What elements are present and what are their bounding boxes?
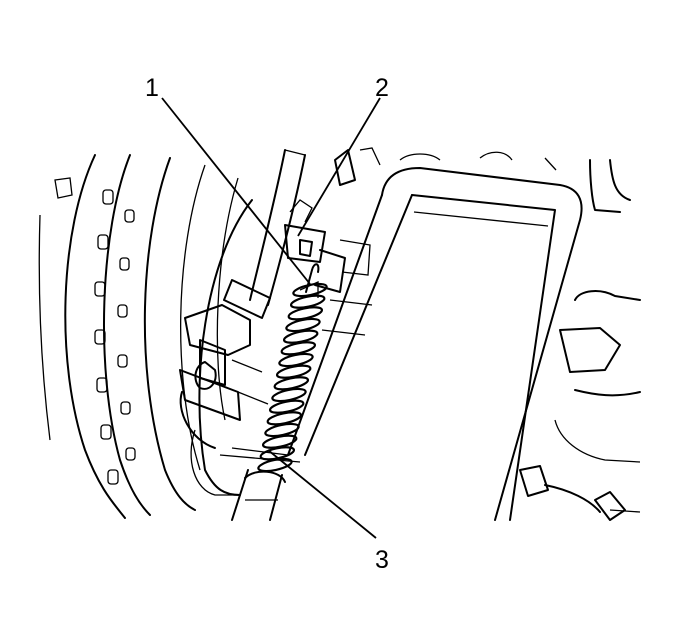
brake-rotor bbox=[38, 154, 253, 519]
leader-3 bbox=[267, 449, 377, 539]
callout-3: 3 bbox=[375, 546, 389, 574]
spring-coil bbox=[271, 387, 307, 403]
leader-1 bbox=[161, 97, 311, 285]
callout-2: 2 bbox=[375, 74, 389, 102]
spring-coil bbox=[280, 341, 317, 356]
spring-hook bbox=[305, 263, 320, 293]
spring-coil bbox=[285, 317, 321, 333]
spring-coil bbox=[273, 376, 310, 391]
spring-coil bbox=[287, 306, 324, 321]
spring-coil bbox=[266, 411, 303, 426]
background-hardware bbox=[321, 147, 641, 521]
brake-cable-lower bbox=[231, 469, 286, 521]
brake-cable-upper bbox=[223, 149, 306, 319]
spring-coil bbox=[278, 352, 314, 368]
suspension-arm bbox=[219, 167, 583, 521]
leader-2 bbox=[297, 97, 381, 237]
leader-lines bbox=[161, 97, 381, 539]
cable-clip bbox=[284, 199, 346, 298]
rotor-holes bbox=[94, 189, 136, 485]
callout-1: 1 bbox=[145, 74, 159, 102]
caliper-bracket bbox=[179, 304, 269, 449]
